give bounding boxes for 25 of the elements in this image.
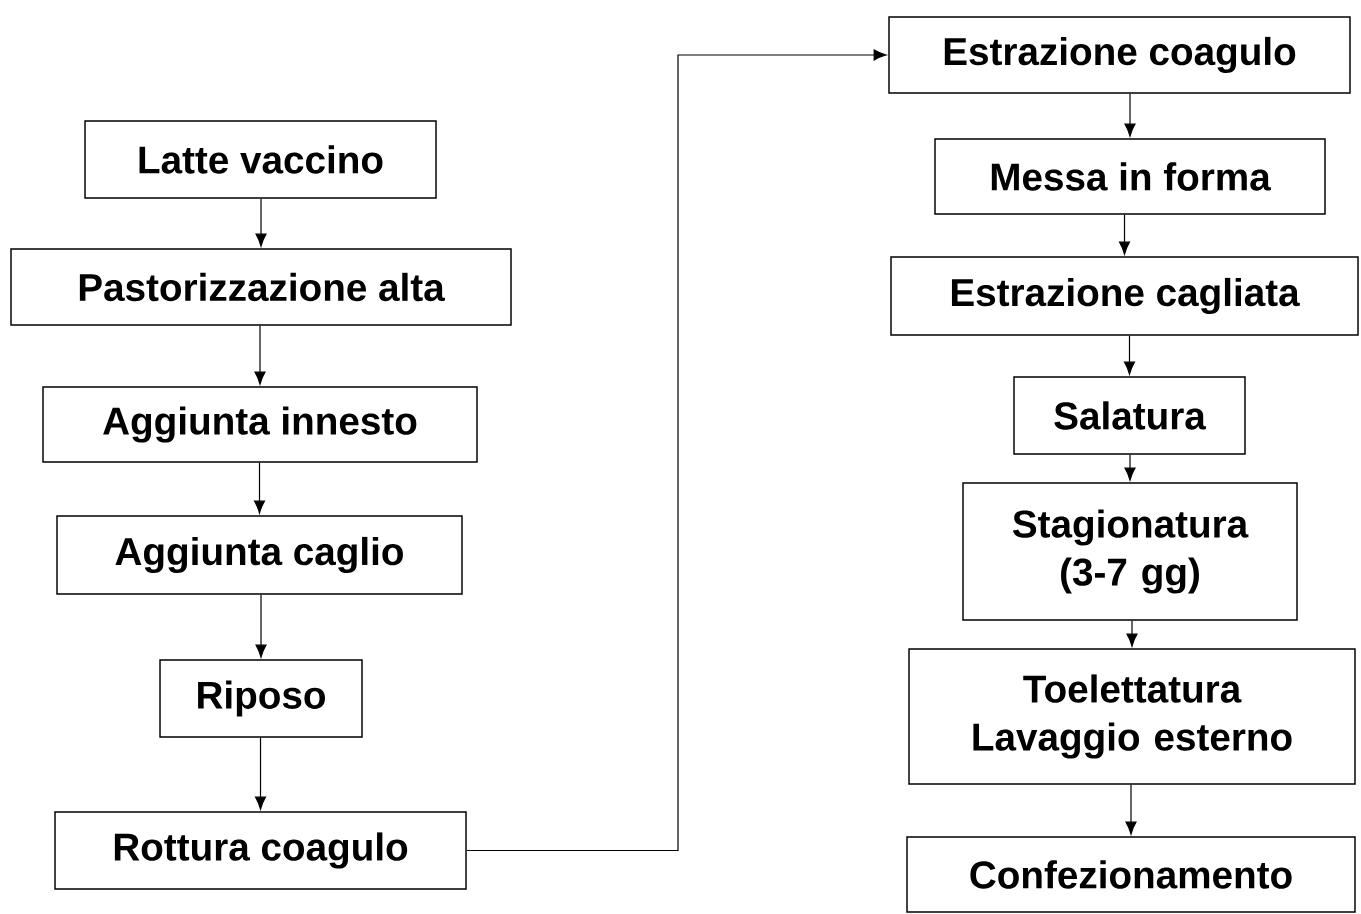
process-box: Riposo (159, 659, 363, 738)
process-box: Aggiunta innesto (42, 386, 478, 463)
arrow (1124, 454, 1136, 481)
process-box: Estrazione coagulo (888, 16, 1351, 94)
arrow (1124, 93, 1136, 137)
arrow (1125, 784, 1137, 835)
arrow (1119, 214, 1130, 255)
process-box: Pastorizzazione alta (10, 248, 512, 326)
process-box: Latte vaccino (84, 120, 437, 199)
arrow (255, 737, 267, 810)
process-box: Estrazione cagliata (890, 256, 1359, 336)
arrow (1124, 335, 1135, 375)
process-box: Salatura (1013, 376, 1246, 455)
arrow (254, 325, 266, 385)
process-box: Rottura coagulo (54, 811, 467, 890)
arrow (255, 198, 267, 247)
process-box: Toelettatura Lavaggio esterno (908, 648, 1356, 785)
arrow (255, 594, 267, 658)
process-box: Messa in forma (934, 138, 1326, 215)
process-box: Aggiunta caglio (56, 515, 463, 595)
arrow (254, 462, 265, 514)
process-box: Stagionatura (3-7 gg) (962, 482, 1298, 621)
arrow (1126, 620, 1138, 647)
process-box: Confezionamento (906, 836, 1356, 913)
arrow (466, 49, 887, 852)
